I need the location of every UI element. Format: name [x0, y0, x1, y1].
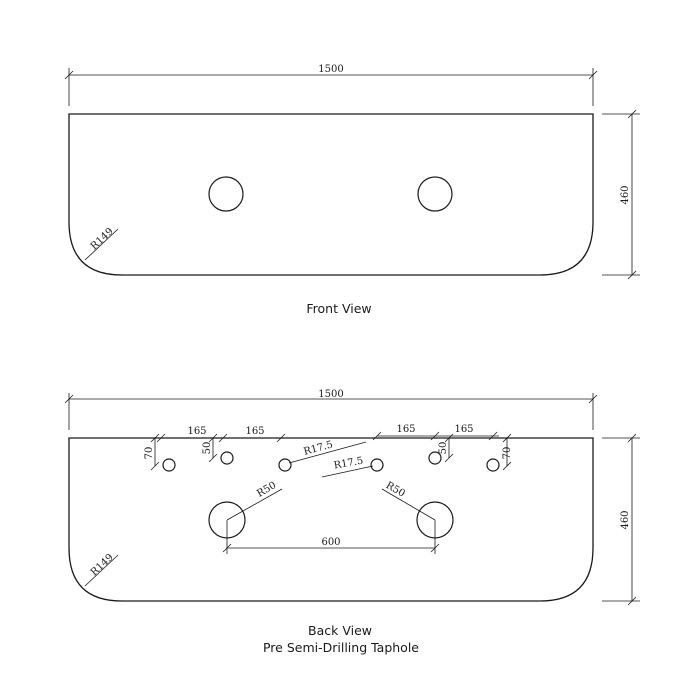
- right-spacing-dimensions: [372, 431, 499, 441]
- basin-radius-leader-left: [226, 488, 283, 521]
- front-basin-hole-left: [208, 176, 244, 212]
- taphole-radius-leader-right: [321, 465, 374, 478]
- back-view-outline: [68, 437, 594, 602]
- basin-spacing-label: 600: [321, 537, 340, 548]
- taphole-radius-leader-left: [288, 441, 367, 464]
- back-radius-label: R149: [89, 552, 116, 578]
- taphole-left-outer: [162, 458, 176, 472]
- spacing-right-1-label: 165: [396, 424, 415, 435]
- front-view-outline: [68, 113, 594, 276]
- taphole-center-left: [278, 458, 292, 472]
- basin-radius-leader-right: [381, 488, 436, 521]
- basin-radius-left-label: R50: [255, 480, 278, 500]
- spacing-right-2-label: 165: [454, 424, 473, 435]
- taphole-center-right: [370, 458, 384, 472]
- front-width-label: 1500: [318, 64, 343, 75]
- spacing-left-1-label: 165: [187, 426, 206, 437]
- taphole-left-inner: [220, 451, 234, 465]
- back-width-dimension: [64, 393, 598, 430]
- left-spacing-dimensions: [153, 433, 286, 443]
- offset-left-outer-label: 70: [144, 447, 155, 460]
- vertical-offset-dimensions: [150, 433, 512, 471]
- taphole-radius-right-label: R17.5: [333, 456, 364, 472]
- back-view-caption-line2: Pre Semi-Drilling Taphole: [263, 640, 419, 655]
- taphole-right-outer: [486, 458, 500, 472]
- offset-right-inner-label: 50: [438, 442, 449, 455]
- front-view-caption: Front View: [306, 301, 371, 316]
- spacing-left-2-label: 165: [245, 426, 264, 437]
- front-width-dimension: [64, 68, 598, 106]
- front-view: 1500 460 R149 Front View: [64, 64, 640, 316]
- back-view: 1500 460 R149 165 165: [64, 389, 640, 655]
- front-radius-label: R149: [89, 226, 116, 252]
- back-height-dimension: [602, 433, 640, 606]
- back-height-label: 460: [620, 510, 631, 529]
- front-radius-leader: [84, 228, 119, 261]
- front-height-label: 460: [620, 185, 631, 204]
- back-radius-leader: [84, 554, 119, 587]
- offset-right-outer-label: 70: [502, 447, 513, 460]
- back-view-caption-line1: Back View: [308, 623, 372, 638]
- back-width-label: 1500: [318, 389, 343, 400]
- taphole-right-inner: [428, 451, 442, 465]
- offset-left-inner-label: 50: [202, 442, 213, 455]
- front-height-dimension: [602, 109, 640, 280]
- basin-spacing-dimension: [222, 520, 440, 554]
- front-basin-hole-right: [417, 176, 453, 212]
